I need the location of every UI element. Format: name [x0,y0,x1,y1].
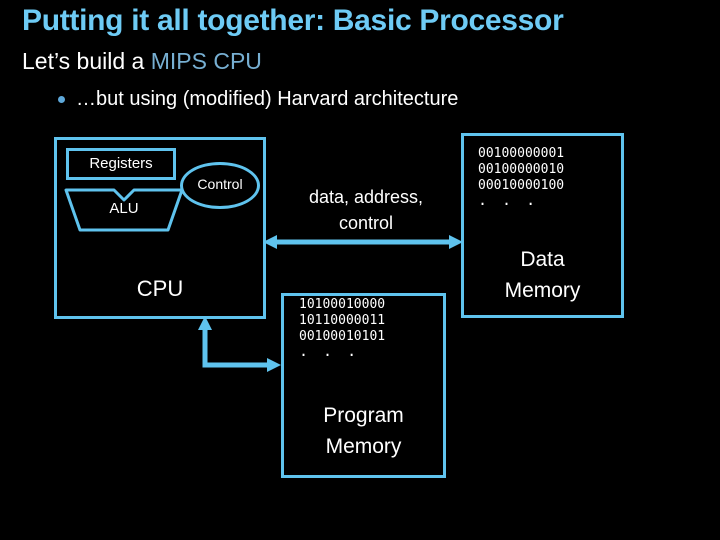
cpu-box [54,137,266,319]
control-label: Control [197,176,243,192]
bus-label-line-1: data, address, [308,187,424,207]
cpu-data-memory-arrow [263,235,463,249]
memory-word: 00100000010 [478,162,565,177]
cpu-program-memory-arrow [198,316,281,372]
control-ellipse [180,162,260,209]
program-memory-box [281,293,446,478]
registers-box [66,148,176,180]
bullet-list-item: …but using (modified) Harvard architectu… [58,85,458,113]
memory-word: 10100010000 [299,297,386,312]
data-memory-ellipsis: · · · [478,195,539,213]
data-memory-label-line-2: Memory [504,279,581,302]
subtitle: Let’s build a MIPS CPU [22,46,262,76]
cpu-label: CPU [136,276,184,301]
registers-label: Registers [89,155,153,172]
alu-trapezoid [64,188,184,232]
alu-label: ALU [109,200,139,217]
subtitle-lead: Let’s build a [22,48,151,74]
page-title: Putting it all together: Basic Processor [22,4,564,37]
data-memory-label-line-1: Data [520,248,565,271]
program-memory-label-line-2: Memory [325,435,402,458]
alu-shape [64,188,184,232]
data-memory-label: Data Memory [461,244,624,306]
bullet-text: …but using (modified) Harvard architectu… [76,88,459,110]
bullet-dot-icon [58,95,65,103]
data-memory-box [461,133,624,318]
bus-label-line-2: control [338,213,394,233]
program-memory-label: Program Memory [281,400,446,462]
program-memory-ellipsis: · · · [299,346,360,364]
memory-word: 00100000001 [478,146,565,161]
program-memory-label-line-1: Program [323,404,404,427]
memory-word: 00010000100 [478,178,565,193]
bus-label: data, address, control [272,184,460,236]
memory-word: 10110000011 [299,313,386,328]
memory-word: 00100010101 [299,329,386,344]
subtitle-accent: MIPS CPU [150,48,262,74]
